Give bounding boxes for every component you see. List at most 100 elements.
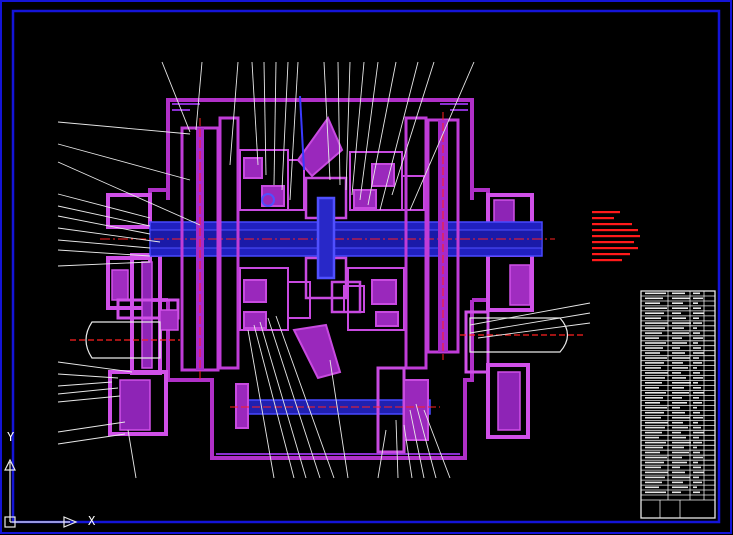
title-block-cell-text: [672, 451, 689, 454]
title-block-cell-text: [672, 476, 690, 479]
leader-line: [57, 395, 121, 403]
leader-line: [345, 61, 351, 191]
ucs-x-label: X: [88, 514, 96, 528]
title-block-cell-text: [693, 456, 703, 459]
title-block-cell-text: [645, 307, 667, 309]
title-block-cell-text: [693, 377, 703, 379]
title-block-cell-text: [645, 327, 665, 329]
title-block: [640, 290, 716, 519]
title-block-cell-text: [672, 322, 691, 324]
leader-line: [229, 61, 239, 166]
title-block-cell-text: [693, 486, 697, 489]
title-block-cell-text: [672, 471, 685, 474]
leader-line: [57, 381, 113, 387]
leader-line: [423, 409, 451, 479]
title-block-cell-text: [672, 426, 688, 429]
leader-line: [329, 359, 349, 479]
leader-line: [57, 387, 119, 395]
title-block-cell-text: [672, 292, 685, 295]
title-block-cell-text: [645, 421, 668, 424]
title-block-cell-text: [693, 332, 700, 334]
title-block-cell-text: [645, 337, 659, 339]
leader-line: [359, 61, 379, 201]
title-block-cell-text: [672, 416, 690, 419]
right-output-assembly: [464, 193, 534, 439]
leader-line: [337, 61, 341, 186]
technical-note-line: [592, 229, 638, 232]
technical-note-line: [592, 211, 620, 214]
title-block-cell-text: [672, 406, 680, 409]
title-block-cell-text: [693, 357, 699, 359]
title-block-cell-text: [672, 362, 683, 364]
title-block-cell-text: [645, 302, 660, 304]
title-block-cell-text: [672, 491, 681, 494]
title-block-cell-text: [672, 461, 687, 464]
title-block-cell-text: [672, 387, 684, 389]
title-block-cell-text: [645, 367, 661, 369]
title-block-cell-text: [645, 486, 659, 489]
ucs-icon: [4, 458, 78, 528]
title-block-cell-text: [645, 397, 663, 399]
title-block-cell-text: [645, 292, 666, 295]
title-block-cell-text: [693, 322, 702, 324]
title-block-cell-text: [693, 481, 702, 484]
title-block-cell-text: [645, 387, 659, 389]
title-block-cell-text: [645, 456, 667, 459]
leader-line: [469, 312, 591, 334]
title-block-cell-text: [693, 416, 703, 419]
title-block-cell-text: [672, 421, 683, 424]
leader-line: [289, 61, 299, 201]
title-block-cell-text: [645, 416, 661, 419]
title-block-cell-text: [693, 476, 699, 479]
title-block-cell-text: [693, 367, 697, 369]
title-block-cell-text: [693, 342, 698, 344]
title-block-cell-text: [645, 322, 668, 324]
title-block-cell-text: [693, 302, 698, 304]
title-block-cell-text: [645, 317, 661, 319]
title-block-cell-text: [645, 352, 660, 354]
title-block-cell-text: [645, 451, 660, 454]
title-block-cell-text: [672, 402, 687, 404]
title-block-cell-text: [693, 421, 698, 424]
bearing-lower-left: [239, 267, 311, 331]
bevel-gear-lower: [292, 323, 342, 380]
leader-line: [281, 61, 289, 191]
title-block-cell-text: [645, 491, 666, 494]
title-block-cell-text: [645, 392, 666, 394]
leader-line: [57, 193, 151, 219]
center-differential: [304, 176, 362, 314]
title-block-cell-text: [672, 367, 688, 369]
title-block-cell-text: [693, 436, 699, 439]
large-gear-left: [180, 118, 220, 382]
leader-line: [127, 429, 137, 479]
title-block-cell-text: [672, 347, 680, 349]
countershaft: [230, 366, 440, 454]
title-block-cell-text: [672, 392, 689, 394]
title-block-cell-text: [693, 317, 699, 319]
title-block-cell-text: [645, 372, 668, 374]
leader-line: [477, 322, 591, 339]
title-block-cell-text: [693, 387, 701, 389]
bearing-lower-right: [343, 267, 405, 331]
technical-note-line: [592, 235, 640, 238]
technical-note-line: [592, 223, 632, 226]
title-block-cell-text: [645, 357, 667, 359]
title-block-cell-text: [693, 466, 701, 469]
title-block-cell-text: [672, 317, 686, 319]
title-block-cell-text: [645, 471, 668, 474]
title-block-cell-text: [693, 411, 700, 414]
title-block-cell-text: [693, 347, 701, 349]
title-block-cell-text: [645, 481, 662, 484]
technical-notes: [592, 211, 640, 262]
leader-line: [57, 261, 151, 267]
title-block-cell-text: [693, 352, 704, 354]
leader-line: [409, 409, 425, 479]
leader-line: [391, 61, 435, 196]
title-block-cell-text: [672, 382, 691, 384]
title-block-cell-text: [693, 426, 701, 429]
title-block-cell-text: [672, 411, 685, 414]
title-block-cell-text: [645, 347, 663, 349]
title-block-cell-text: [645, 297, 663, 300]
